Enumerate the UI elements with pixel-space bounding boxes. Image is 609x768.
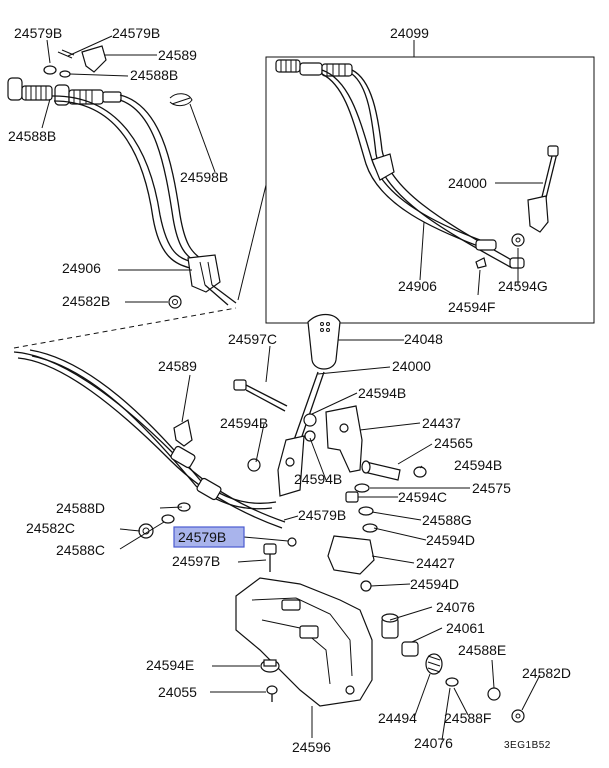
part-label[interactable]: 24589 (158, 358, 197, 374)
part-label[interactable]: 24055 (158, 684, 197, 700)
part-label[interactable]: 24494 (378, 710, 417, 726)
dashed-connector (13, 307, 237, 349)
part-label[interactable]: 24575 (472, 480, 511, 496)
part-label[interactable]: 24594D (426, 532, 475, 548)
part-labels: 24579B 24579B 24589 24588B 24588B 24598B… (8, 25, 571, 755)
drawing-code: 3EG1B52 (504, 740, 551, 751)
part-label[interactable]: 24596 (292, 739, 331, 755)
part-label[interactable]: 24594F (448, 299, 495, 315)
part-label[interactable]: 24565 (434, 435, 473, 451)
part-label[interactable]: 24594E (146, 657, 194, 673)
base-plate-icon (235, 577, 373, 707)
part-label[interactable]: 24597B (172, 553, 220, 569)
highlighted-label-text[interactable]: 24579B (178, 529, 226, 545)
part-label[interactable]: 24061 (446, 620, 485, 636)
part-label[interactable]: 24594G (498, 278, 548, 294)
part-label[interactable]: 24588E (458, 642, 506, 658)
part-label[interactable]: 24099 (390, 25, 429, 41)
part-label[interactable]: 24579B (112, 25, 160, 41)
part-label[interactable]: 24000 (448, 175, 487, 191)
part-label[interactable]: 24594B (220, 415, 268, 431)
part-label[interactable]: 24579B (14, 25, 62, 41)
part-label[interactable]: 24582C (26, 520, 75, 536)
part-label[interactable]: 24594B (454, 457, 502, 473)
part-label[interactable]: 24582B (62, 293, 110, 309)
part-label[interactable]: 24594B (294, 471, 342, 487)
assembly-frame (265, 56, 595, 324)
part-label[interactable]: 24437 (422, 415, 461, 431)
shift-knob-icon (307, 313, 341, 370)
part-label[interactable]: 24582D (522, 665, 571, 681)
part-label[interactable]: 24594B (358, 385, 406, 401)
nut-icon (168, 295, 182, 309)
grommet-bracket-icon (187, 254, 221, 293)
part-label[interactable]: 24076 (414, 735, 453, 751)
shifter-base-housing (210, 577, 541, 741)
part-label[interactable]: 24589 (158, 47, 197, 63)
part-label[interactable]: 24588D (56, 500, 105, 516)
part-label[interactable]: 24048 (404, 331, 443, 347)
part-label[interactable]: 24906 (62, 260, 101, 276)
bracket-icon (325, 405, 363, 473)
part-label[interactable]: 24594D (410, 576, 459, 592)
highlight-box (173, 526, 245, 548)
part-label[interactable]: 24588B (130, 67, 178, 83)
top-left-cable-assembly (7, 35, 237, 309)
part-label[interactable]: 24598B (180, 169, 228, 185)
clip-icon (81, 45, 107, 73)
part-label[interactable]: 24000 (392, 358, 431, 374)
part-label[interactable]: 24597C (228, 331, 277, 347)
part-label[interactable]: 24588C (56, 542, 105, 558)
part-label[interactable]: 24588F (444, 710, 491, 726)
cable-end-fitting-icon (7, 77, 23, 101)
part-label[interactable]: 24906 (398, 278, 437, 294)
shifter-assembly (13, 313, 470, 592)
part-label[interactable]: 24427 (416, 555, 455, 571)
part-label[interactable]: 24594C (398, 489, 447, 505)
cable-assembly-box (237, 40, 595, 324)
part-label[interactable]: 24579B (298, 507, 346, 523)
part-label[interactable]: 24588G (422, 512, 472, 528)
part-label[interactable]: 24588B (8, 128, 56, 144)
part-label[interactable]: 24076 (436, 599, 475, 615)
highlighted-part-label[interactable]: 24579B (173, 526, 245, 548)
